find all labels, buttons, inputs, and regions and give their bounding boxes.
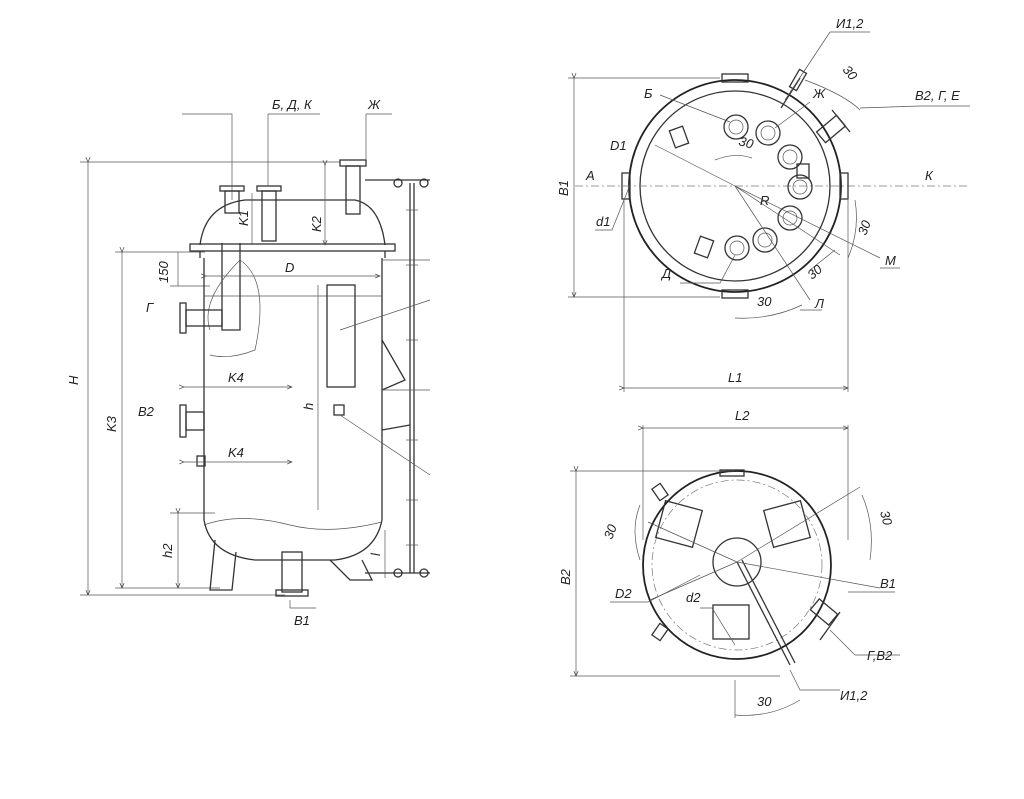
label-i12-top: И1,2: [836, 16, 864, 31]
label-d2-upper: D2: [615, 586, 632, 601]
label-150: 150: [156, 261, 171, 283]
label-angle-right: 30: [855, 218, 874, 237]
label-r: R: [760, 193, 769, 208]
label-d1-upper: D1: [610, 138, 627, 153]
label-angle-top: 30: [840, 62, 861, 83]
label-k1: K1: [236, 210, 251, 226]
label-zh-top: Ж: [812, 86, 826, 101]
label-h2: h2: [160, 543, 175, 558]
label-k4-bottom: K4: [228, 445, 244, 460]
label-angle-inner: 30: [737, 133, 756, 151]
label-diameter-d: D: [285, 260, 294, 275]
label-d1-lower: d1: [596, 214, 610, 229]
label-angle-right-bottom: 30: [877, 509, 895, 528]
label-nozzles-bdk: Б, Д, К: [272, 97, 313, 112]
label-k3: K3: [104, 415, 119, 432]
label-height-h: H: [66, 375, 81, 385]
label-v2ge: В2, Г, Е: [915, 88, 960, 103]
label-l: l: [368, 552, 383, 556]
label-l2: L2: [735, 408, 750, 423]
label-k2: K2: [309, 215, 324, 232]
label-nozzle-zh: Ж: [367, 97, 381, 112]
bottom-view: L2 30 30 В2 В1 D2 d2 Г,В2 30 И1,2: [558, 408, 900, 718]
label-nozzle-v1: В1: [294, 613, 310, 628]
label-d: Д: [660, 266, 671, 281]
label-a: А: [585, 168, 595, 183]
label-b2: В2: [558, 568, 573, 585]
label-angle-bottom-top: 30: [757, 294, 772, 309]
label-l1: L1: [728, 370, 742, 385]
label-angle-bottom-bottom: 30: [757, 694, 772, 709]
label-m: М: [885, 253, 896, 268]
label-d2: d2: [686, 590, 701, 605]
label-nozzle-g: Г: [146, 300, 154, 315]
label-k: К: [925, 168, 934, 183]
side-view: Б, Д, К Ж H K3 K1 K2 150 D Г K4 В2 h K4 …: [66, 97, 431, 628]
label-l-nozzle: Л: [814, 296, 824, 311]
label-k4-top: K4: [228, 370, 244, 385]
label-b1-top: В1: [556, 180, 571, 196]
label-angle-left-bottom: 30: [601, 522, 620, 541]
label-gv2: Г,В2: [867, 648, 893, 663]
label-i12-bottom: И1,2: [840, 688, 868, 703]
label-b-top: Б: [644, 86, 653, 101]
top-view: И1,2 30 В2, Г, Е Б Ж 30 D1 А К В1 R 30 d…: [556, 16, 970, 392]
label-h: h: [301, 403, 316, 410]
label-b1-bottom: В1: [880, 576, 896, 591]
label-nozzle-v2: В2: [138, 404, 155, 419]
